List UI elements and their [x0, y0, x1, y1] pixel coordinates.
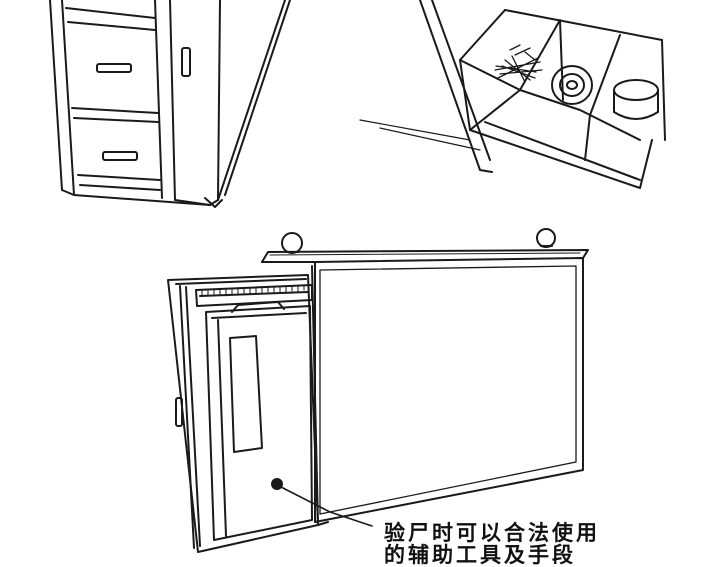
- caption-line-1: 验尸时可以合法使用: [384, 520, 600, 545]
- callout-dot-icon: [271, 478, 283, 490]
- tape-roll-icon: [551, 65, 593, 105]
- forensic-case-illustration: [167, 228, 589, 553]
- caption-line-2: 的辅助工具及手段: [384, 542, 576, 567]
- ruler-ticks: [201, 284, 305, 297]
- callout-pointer: [271, 478, 373, 527]
- wire-bundle-icon: [494, 44, 543, 83]
- drawer-cabinet-illustration: [49, 0, 291, 208]
- compartment-box-illustration: [359, 0, 666, 189]
- jar-icon: [613, 79, 659, 120]
